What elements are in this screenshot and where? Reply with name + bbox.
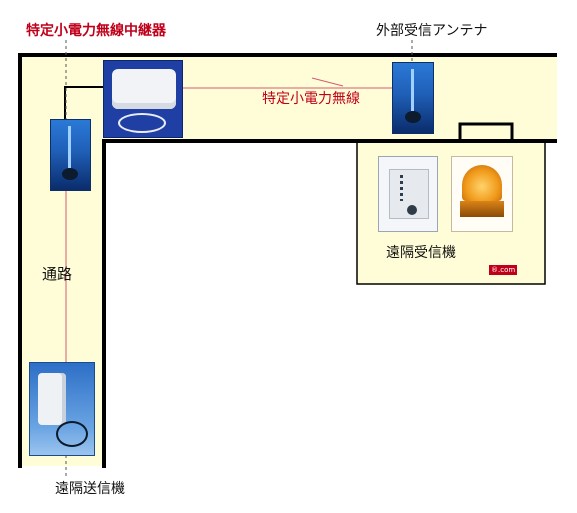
- receiver-label: 遠隔受信機: [386, 245, 456, 261]
- transmitter-label: 遠隔送信機: [55, 481, 125, 497]
- relay-device-photo: [103, 60, 183, 138]
- transmitter-box: [38, 373, 66, 425]
- receiver-leds: [400, 175, 403, 201]
- outer-wall: [18, 53, 557, 468]
- lamp-base: [460, 201, 504, 217]
- relay-cable-coil: [118, 113, 166, 133]
- antenna-base: [62, 168, 78, 180]
- relay-label: 特定小電力無線中継器: [26, 23, 166, 39]
- receiver-unit-photo: [378, 156, 438, 232]
- antenna-photo: [392, 62, 434, 134]
- antenna-base-ext: [405, 111, 421, 123]
- receiver-knob: [407, 205, 417, 215]
- lamp-dome: [462, 165, 502, 201]
- passage-label: 通路: [42, 265, 73, 283]
- relay-antenna-photo: [50, 119, 91, 191]
- transmitter-cable: [56, 421, 88, 447]
- antenna-whip-ext: [411, 69, 414, 111]
- watermark-badge: ®.com: [489, 265, 518, 275]
- radio-link-pointer: [311, 77, 344, 87]
- relay-box-body: [112, 69, 176, 109]
- door-notch: [458, 122, 514, 141]
- inner-wall: [102, 139, 557, 468]
- antenna-whip: [68, 126, 71, 168]
- relay-cable: [64, 86, 104, 121]
- external-antenna-label: 外部受信アンテナ: [376, 23, 488, 39]
- radio-link-label: 特定小電力無線: [262, 91, 360, 107]
- transmitter-photo: [29, 362, 95, 456]
- rotating-lamp-photo: [451, 156, 513, 232]
